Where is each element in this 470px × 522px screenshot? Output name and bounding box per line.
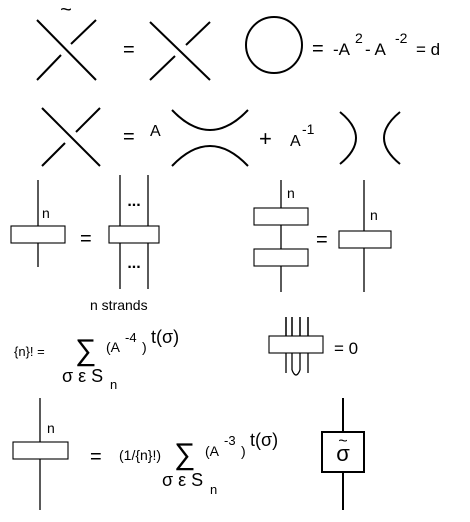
label-n: n — [47, 420, 55, 436]
smoothing-top-arc — [171, 109, 249, 131]
loop-value: -A — [333, 40, 351, 59]
crossing-under-strand-b — [149, 55, 176, 81]
exp-neg1: -1 — [302, 121, 315, 137]
sigma-tilde-box: σ ~ — [321, 398, 365, 510]
crossing-under-strand-a — [185, 21, 211, 46]
loop-equals-d: = d — [416, 40, 440, 59]
term-exp: -4 — [125, 330, 137, 345]
crossing-under-strand-b — [41, 142, 66, 167]
loop-exp-2: 2 — [355, 30, 363, 46]
label-n: n — [287, 185, 295, 201]
crossing-over-strand — [149, 21, 211, 81]
sum-index-sub: n — [110, 377, 117, 392]
n-strands-caption: n strands — [90, 297, 148, 313]
row3-equals-right: = — [316, 229, 328, 251]
cap-arc — [291, 369, 301, 376]
projector-box — [10, 225, 66, 244]
box-sigma: σ — [336, 441, 350, 466]
dots-bottom: ... — [127, 255, 140, 272]
projector-box — [268, 335, 324, 354]
cap-diagram — [268, 317, 324, 376]
row2-equals: = — [123, 126, 135, 148]
projector-box-bottom — [253, 248, 309, 267]
jones-wenzl-box-right: n — [338, 180, 392, 292]
coef-a: A — [150, 123, 161, 140]
smoothing-right-arc — [383, 111, 401, 165]
row2-plus: + — [259, 126, 272, 151]
box-tilde: ~ — [338, 433, 347, 450]
smoothing-left-arc — [339, 111, 357, 165]
equals-zero: = 0 — [334, 339, 358, 358]
term-close: ) — [142, 339, 147, 355]
sum-sigma: ∑ — [174, 438, 195, 471]
term-base: (A — [205, 443, 220, 459]
unknot-circle — [245, 16, 303, 74]
smoothing-bottom-arc — [171, 145, 249, 167]
label-n: n — [370, 207, 378, 223]
row1-equals-1: = — [123, 39, 135, 61]
sum-index: σ ε S — [62, 366, 103, 386]
crossing-under-strand-a — [75, 107, 101, 133]
loop-minus-term: - A — [365, 40, 386, 59]
sum-index-sub: n — [210, 482, 217, 497]
dots-top: ... — [127, 193, 140, 210]
factorial-lhs: {n}! = — [14, 344, 45, 359]
label-n: n — [42, 205, 50, 221]
stacked-boxes: n — [253, 180, 309, 292]
coef-a-inv: A — [290, 133, 301, 150]
row5-equals: = — [90, 446, 102, 468]
row1-equals-2: = — [312, 38, 324, 60]
coefficient: (1/{n}!) — [119, 447, 161, 463]
jones-wenzl-box-left: n — [10, 180, 66, 267]
t-of-sigma: t(σ) — [250, 430, 278, 450]
row1-crossing-tilde: ~ — [36, 0, 97, 81]
row1-crossing-plain — [149, 21, 211, 81]
crossing-over-strand — [41, 107, 101, 167]
sum-index: σ ε S — [162, 470, 203, 490]
projector-box-top — [253, 207, 309, 226]
term-exp: -3 — [224, 433, 236, 448]
smoothing-vertical — [339, 111, 401, 165]
row2-crossing — [41, 107, 101, 167]
crossing-under-strand-b — [36, 54, 62, 81]
tilde-mark: ~ — [60, 0, 72, 21]
smoothing-horizontal — [171, 109, 249, 167]
t-of-sigma: t(σ) — [151, 327, 179, 347]
row3-equals-left: = — [80, 228, 92, 250]
n-strands-box: ... ... — [108, 175, 160, 289]
permutation-box — [321, 431, 365, 473]
projector-box — [108, 225, 160, 244]
projector-box — [12, 441, 69, 460]
crossing-under-strand-a — [70, 19, 97, 45]
projector-box — [338, 230, 392, 249]
crossing-over-strand — [36, 19, 97, 81]
term-base: (A — [106, 339, 121, 355]
sum-sigma: ∑ — [75, 334, 96, 367]
term-close: ) — [241, 443, 246, 459]
loop-exp-neg2: -2 — [395, 30, 408, 46]
jones-wenzl-box-bottom: n — [12, 398, 69, 510]
